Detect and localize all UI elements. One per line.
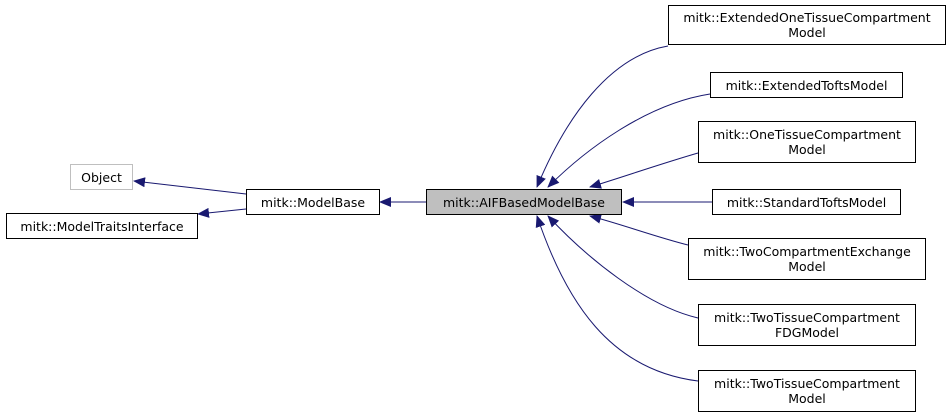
extended-tofts-model-node[interactable]: mitk::ExtendedToftsModel bbox=[710, 72, 903, 98]
aif-based-model-base-node: mitk::AIFBasedModelBase bbox=[426, 189, 622, 215]
standard-tofts-model-label: mitk::StandardToftsModel bbox=[726, 194, 887, 210]
model-base-node[interactable]: mitk::ModelBase bbox=[246, 189, 380, 215]
two-tissue-compartment-model-label-line1: mitk::TwoTissueCompartment bbox=[714, 376, 900, 391]
edge-two-comp-exchange-to-aif bbox=[589, 213, 689, 246]
edge-modelbase-to-object bbox=[133, 177, 247, 195]
edge-ext-tofts-to-aif bbox=[547, 93, 711, 188]
model-traits-interface-label: mitk::ModelTraitsInterface bbox=[20, 218, 184, 234]
two-tissue-compartment-fdg-model-node[interactable]: mitk::TwoTissueCompartment FDGModel bbox=[698, 304, 916, 346]
model-base-label: mitk::ModelBase bbox=[260, 194, 366, 210]
edge-two-tissue-fdg-to-aif bbox=[547, 215, 699, 319]
edge-two-tissue-to-aif bbox=[535, 215, 699, 382]
two-compartment-exchange-model-label-line2: Model bbox=[788, 259, 826, 274]
object-node: Object bbox=[70, 164, 133, 190]
two-tissue-compartment-model-label-line2: Model bbox=[788, 391, 826, 406]
edge-modelbase-to-traits bbox=[197, 207, 247, 218]
object-label: Object bbox=[81, 169, 122, 185]
one-tissue-compartment-model-node[interactable]: mitk::OneTissueCompartment Model bbox=[698, 121, 916, 163]
aif-based-model-base-label: mitk::AIFBasedModelBase bbox=[443, 194, 605, 210]
edge-one-tissue-to-aif bbox=[589, 152, 699, 189]
two-compartment-exchange-model-node[interactable]: mitk::TwoCompartmentExchange Model bbox=[688, 238, 926, 280]
extended-tofts-model-label: mitk::ExtendedToftsModel bbox=[725, 77, 888, 93]
model-traits-interface-node[interactable]: mitk::ModelTraitsInterface bbox=[6, 213, 198, 239]
two-tissue-compartment-fdg-model-label-line2: FDGModel bbox=[774, 325, 840, 340]
one-tissue-compartment-model-label-line2: Model bbox=[788, 142, 826, 157]
two-tissue-compartment-model-node[interactable]: mitk::TwoTissueCompartment Model bbox=[698, 370, 916, 412]
extended-one-tissue-compartment-model-label-line1: mitk::ExtendedOneTissueCompartment bbox=[683, 10, 931, 25]
two-tissue-compartment-fdg-model-label-line1: mitk::TwoTissueCompartment bbox=[714, 310, 900, 325]
extended-one-tissue-compartment-model-label-line2: Model bbox=[788, 25, 826, 40]
one-tissue-compartment-model-label-line1: mitk::OneTissueCompartment bbox=[713, 127, 901, 142]
edge-ext-one-tissue-to-aif bbox=[536, 45, 669, 188]
extended-one-tissue-compartment-model-node[interactable]: mitk::ExtendedOneTissueCompartment Model bbox=[668, 5, 946, 45]
two-compartment-exchange-model-label-line1: mitk::TwoCompartmentExchange bbox=[703, 244, 911, 259]
standard-tofts-model-node[interactable]: mitk::StandardToftsModel bbox=[712, 189, 901, 215]
